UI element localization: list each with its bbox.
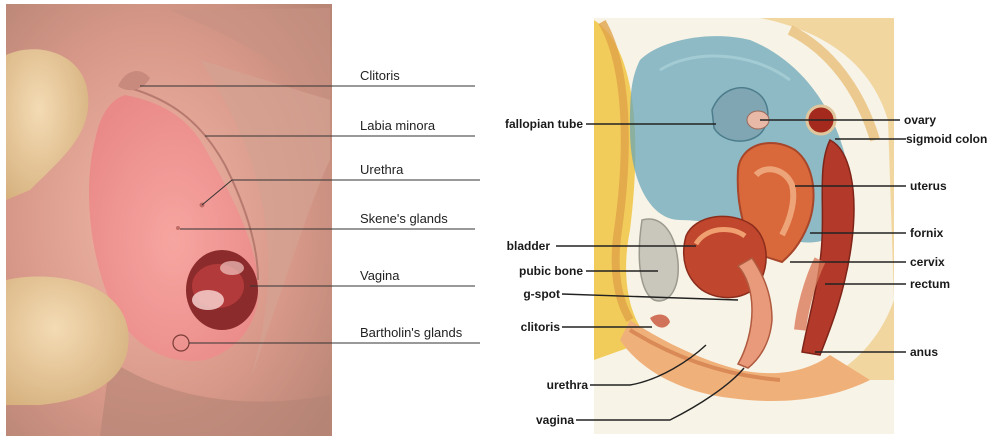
label-vagina-right: vagina [536,413,574,427]
external-anatomy-svg: Clitoris Labia minora Urethra Skene's gl… [0,0,490,438]
label-fallopian-tube: fallopian tube [505,117,583,131]
label-anus: anus [910,345,938,359]
label-fornix: fornix [910,226,944,240]
label-pubic-bone: pubic bone [519,264,583,278]
label-vagina: Vagina [360,268,400,283]
label-labia-minora: Labia minora [360,118,436,133]
label-sigmoid-colon: sigmoid colon [906,132,987,146]
label-urethra-right: urethra [547,378,589,392]
label-uterus: uterus [910,179,947,193]
label-urethra: Urethra [360,162,404,177]
label-bladder: bladder [507,239,551,253]
label-g-spot: g-spot [523,287,560,301]
label-bartholins-glands: Bartholin's glands [360,325,463,340]
label-rectum: rectum [910,277,950,291]
label-clitoris: Clitoris [360,68,400,83]
label-cervix: cervix [910,255,945,269]
external-anatomy-figure: Clitoris Labia minora Urethra Skene's gl… [0,0,490,438]
label-clitoris-right: clitoris [521,320,561,334]
sagittal-anatomy-svg: fallopian tube bladder pubic bone g-spot… [490,0,998,438]
label-skenes-glands: Skene's glands [360,211,448,226]
sagittal-anatomy-figure: fallopian tube bladder pubic bone g-spot… [490,0,998,438]
label-ovary: ovary [904,113,936,127]
